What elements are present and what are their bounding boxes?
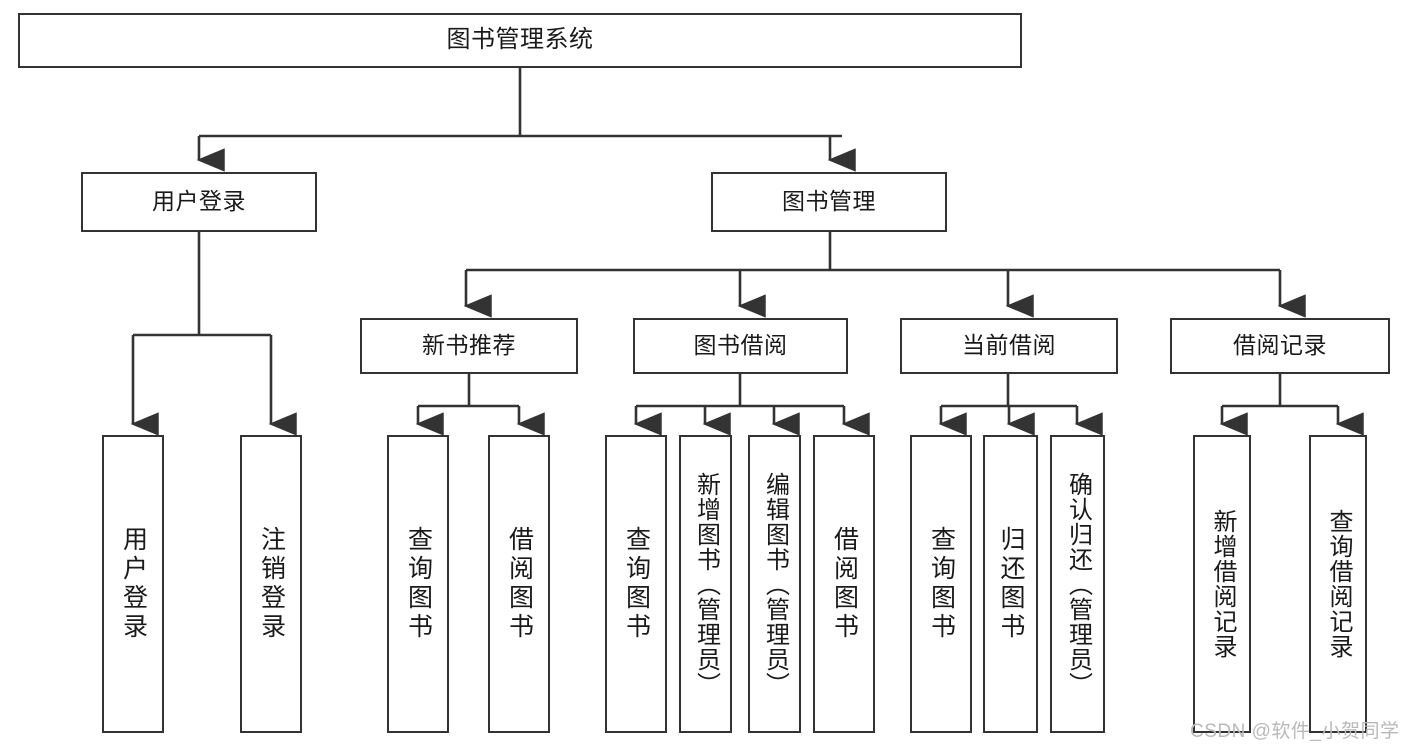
node-book-borrow[interactable]: 图书借阅 [633, 318, 848, 374]
node-leaf-add-book[interactable]: 新增图书（管理员） [679, 435, 732, 733]
node-leaf-borrow-book-1[interactable]: 借阅图书 [488, 435, 550, 733]
node-label: 编辑图书（管理员） [761, 471, 789, 697]
node-label: 查询图书 [622, 526, 651, 642]
node-current-borrow[interactable]: 当前借阅 [900, 318, 1118, 374]
node-leaf-query-record[interactable]: 查询借阅记录 [1309, 435, 1367, 733]
node-leaf-query-book-3[interactable]: 查询图书 [910, 435, 972, 733]
node-label: 图书管理 [782, 188, 876, 215]
node-label: 借阅图书 [505, 526, 534, 642]
node-label: 新增图书（管理员） [692, 471, 720, 697]
node-book-management[interactable]: 图书管理 [711, 172, 947, 232]
node-label: 借阅图书 [830, 526, 859, 642]
node-label: 用户登录 [119, 526, 148, 642]
node-leaf-add-record[interactable]: 新增借阅记录 [1193, 435, 1251, 733]
node-label: 查询图书 [927, 526, 956, 642]
node-label: 新书推荐 [422, 332, 516, 359]
node-label: 当前借阅 [962, 332, 1056, 359]
csdn-watermark: CSDN @软件_小贺同学 [1190, 721, 1400, 742]
node-label: 查询借阅记录 [1325, 509, 1352, 659]
node-root-book-management-system[interactable]: 图书管理系统 [18, 13, 1022, 68]
node-label: 图书管理系统 [446, 26, 594, 54]
node-label: 用户登录 [152, 188, 246, 215]
node-label: 新增借阅记录 [1209, 509, 1236, 659]
node-leaf-edit-book[interactable]: 编辑图书（管理员） [748, 435, 801, 733]
node-leaf-user-logout[interactable]: 注销登录 [240, 435, 302, 733]
node-new-book-recommend[interactable]: 新书推荐 [360, 318, 578, 374]
node-label: 确认归还（管理员） [1064, 471, 1092, 697]
node-borrow-record[interactable]: 借阅记录 [1170, 318, 1390, 374]
node-leaf-return-book[interactable]: 归还图书 [983, 435, 1038, 733]
node-user-login[interactable]: 用户登录 [81, 172, 317, 232]
node-leaf-confirm-return[interactable]: 确认归还（管理员） [1050, 435, 1105, 733]
node-leaf-borrow-book-2[interactable]: 借阅图书 [813, 435, 875, 733]
node-label: 归还图书 [997, 526, 1025, 642]
node-label: 查询图书 [404, 526, 433, 642]
node-label: 图书借阅 [693, 332, 788, 359]
node-leaf-query-book-1[interactable]: 查询图书 [387, 435, 449, 733]
node-leaf-query-book-2[interactable]: 查询图书 [605, 435, 667, 733]
node-leaf-user-login[interactable]: 用户登录 [102, 435, 164, 733]
node-label: 借阅记录 [1233, 332, 1327, 359]
node-label: 注销登录 [257, 526, 286, 642]
